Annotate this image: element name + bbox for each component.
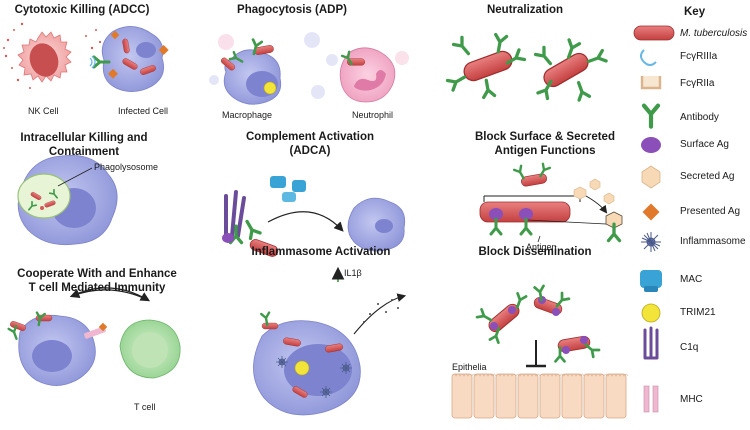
t-cell	[119, 319, 181, 379]
epithelial-layer	[451, 373, 627, 419]
intracellular-title-line1: Intracellular Killing and	[20, 132, 148, 144]
tcell-title-line2: T cell Mediated Immunity	[28, 282, 166, 294]
inflammasome-icon	[641, 232, 661, 252]
c1q-complex	[224, 190, 246, 238]
key-title: Key	[684, 6, 706, 18]
granule-spray	[3, 22, 102, 89]
block-antigen-title-line1: Block Surface & Secreted	[475, 131, 615, 143]
intracellular-title-line2: Containment	[48, 146, 120, 158]
fcgr3a-receptor-icon	[640, 49, 657, 66]
secreted-antigen-icon	[641, 165, 661, 189]
adp-title: Phagocytosis (ADP)	[237, 4, 347, 16]
key-label-antibody: Antibody	[680, 112, 719, 123]
mhc-icon	[643, 385, 659, 413]
key-label-fcgr2a: FcγRIIa	[680, 78, 715, 89]
neutrophil-label: Neutrophil	[352, 110, 394, 120]
key-label-mac: MAC	[680, 274, 703, 285]
nk-cell-label: NK Cell	[28, 106, 59, 116]
mac-complex-icon	[640, 270, 662, 292]
intracellular-panel	[17, 155, 118, 246]
antigen-label: Antigen	[526, 242, 557, 252]
mtb-bacterium-icon	[633, 25, 675, 41]
key-label-fcgr3a: FcγRIIIa	[680, 51, 718, 62]
adca-title-line2: (ADCA)	[289, 145, 331, 157]
infected-cell-label: Infected Cell	[118, 106, 169, 116]
adca-panel	[222, 176, 406, 259]
key-label-surface-ag: Surface Ag	[680, 139, 729, 150]
mac-complexes	[270, 176, 306, 202]
antibody-icon	[644, 106, 658, 127]
c1q-icon	[643, 326, 659, 360]
t-cell-label: T cell	[134, 402, 156, 412]
adcc-panel	[3, 22, 169, 92]
inflammasome-title: Inflammasome Activation	[251, 246, 391, 258]
mhc-presentation	[84, 322, 108, 339]
tcell-panel	[7, 287, 181, 386]
nk-cell	[17, 31, 72, 83]
dissemination-title: Block Dissemination	[478, 246, 592, 258]
inflammasomes	[276, 356, 352, 398]
trim21-icon	[641, 303, 661, 323]
key-label-mtb: M. tuberculosis	[680, 28, 748, 39]
background-cells	[209, 32, 409, 99]
tcell-title-line1: Cooperate With and Enhance	[17, 268, 177, 280]
adp-panel	[209, 32, 409, 105]
neutralization-panel	[445, 32, 608, 102]
key-label-mhc: MHC	[680, 394, 703, 405]
dissemination-panel	[451, 284, 629, 419]
cytokine-dots	[363, 299, 399, 323]
key-icons	[633, 25, 675, 413]
block-antigen-title-line2: Antigen Functions	[494, 145, 596, 157]
key-label-trim21: TRIM21	[680, 307, 716, 318]
il1b-label: IL1β	[344, 268, 362, 278]
infected-cell	[101, 26, 169, 92]
key-label-presented-ag: Presented Ag	[680, 206, 741, 217]
key-label-secreted-ag: Secreted Ag	[680, 171, 735, 182]
surface-antigen-icon	[641, 137, 661, 153]
adcc-title: Cytotoxic Killing (ADCC)	[14, 4, 150, 16]
key-label-c1q: C1q	[680, 342, 699, 353]
epithelia-label: Epithelia	[452, 362, 487, 372]
macrophage-label: Macrophage	[222, 110, 273, 120]
key-label-inflammasome: Inflammasome	[680, 236, 746, 247]
inflammasome-panel	[253, 266, 407, 416]
block-antigen-panel	[479, 162, 623, 243]
adca-title-line1: Complement Activation	[245, 131, 374, 143]
macrophage	[223, 49, 282, 105]
presented-antigen-icon	[642, 203, 660, 221]
fcgr2a-receptor-icon	[640, 76, 662, 90]
phagolysosome-label: Phagolysosome	[94, 162, 159, 172]
neutralization-title: Neutralization	[486, 4, 564, 16]
